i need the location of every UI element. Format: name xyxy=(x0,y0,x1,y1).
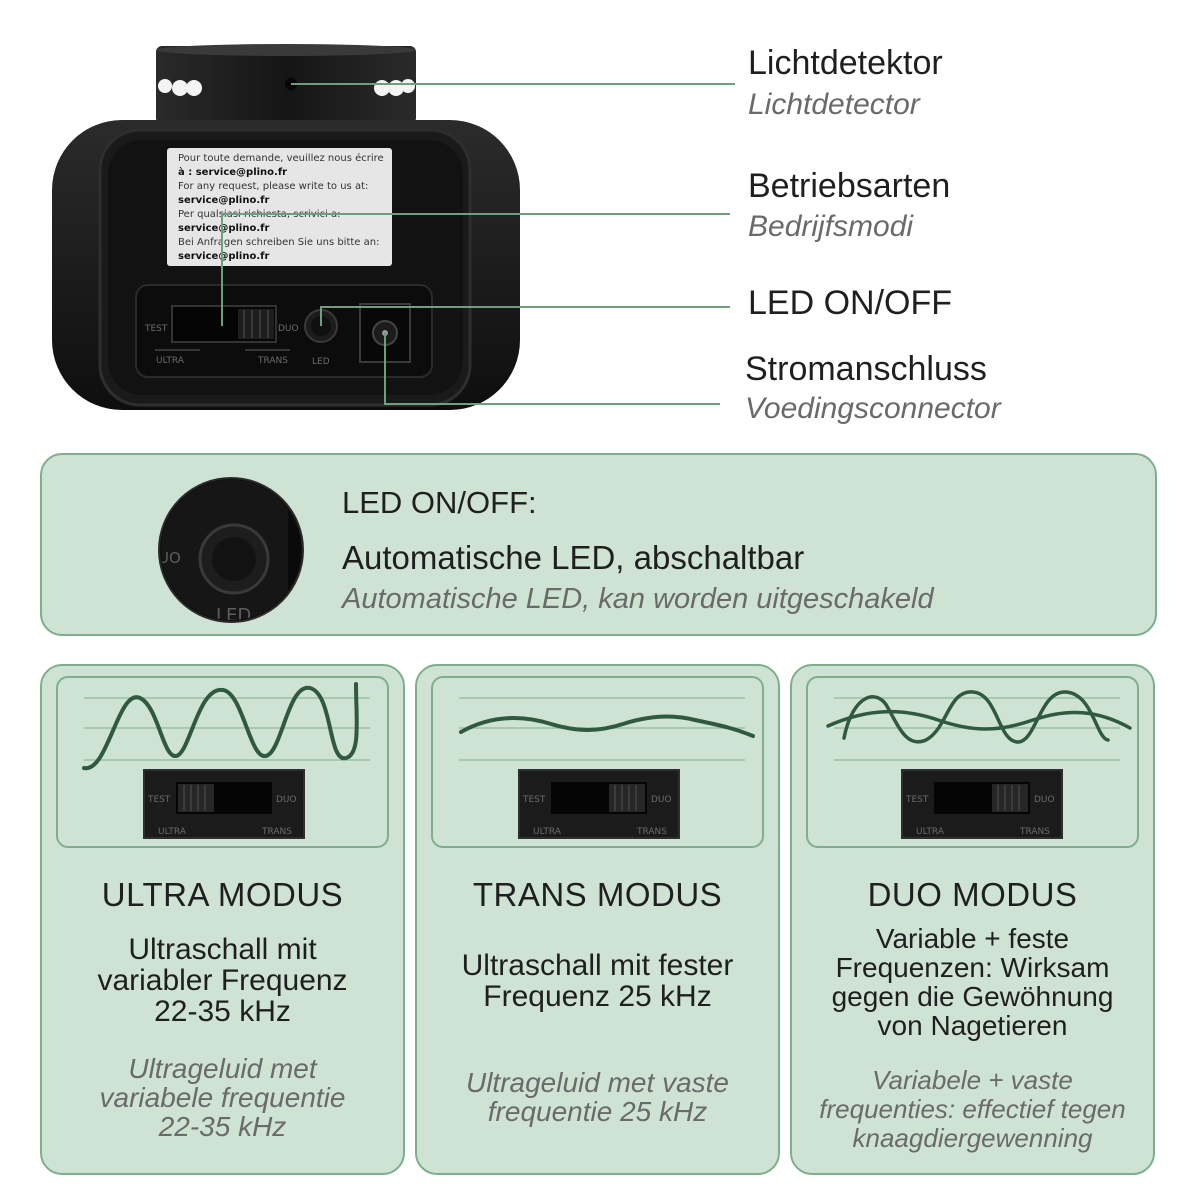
switch-trans-trans-label: TRANS xyxy=(636,827,667,837)
mode-duo-nl-line-2: frequenties: effectief tegen xyxy=(819,1094,1126,1124)
mode-trans-nl-line-1: Ultrageluid met vaste xyxy=(465,1067,729,1098)
mode-trans-de-line-2: Frequenz 25 kHz xyxy=(483,980,712,1013)
sticker-line-6: service@plino.fr xyxy=(178,223,269,234)
callout-light-sensor-de: Lichtdetektor xyxy=(748,44,943,82)
mode-duo-nl-line-3: knaagdiergewenning xyxy=(852,1123,1093,1153)
led-button-label: LED xyxy=(312,357,330,367)
device-drawing: Pour toute demande, veuillez nous écrire… xyxy=(52,44,735,410)
switch-ultra-ultra-label: ULTRA xyxy=(158,827,187,837)
sticker-line-2: à : service@plino.fr xyxy=(178,166,287,178)
mode-title-ultra: ULTRA MODUS xyxy=(101,876,344,913)
mode-card-ultra: TEST DUO ULTRA TRANS ULTRA MODUS Ultrasc… xyxy=(40,664,405,1175)
mode-trans-de-line-1: Ultraschall mit fester xyxy=(461,949,734,982)
mode-duo-nl-line-1: Variabele + vaste xyxy=(872,1065,1073,1095)
mode-description-duo-nl: Variabele + vaste frequenties: effectief… xyxy=(804,1066,1141,1153)
switch-ultra: TEST DUO ULTRA TRANS xyxy=(143,769,305,839)
mode-illustration-trans: TEST DUO ULTRA TRANS xyxy=(431,676,764,848)
mode-description-trans-nl: Ultrageluid met vaste frequentie 25 kHz xyxy=(429,1068,766,1126)
mode-ultra-de-line-1: Ultraschall mit xyxy=(128,933,317,966)
mode-description-trans-de: Ultraschall mit fester Frequenz 25 kHz xyxy=(429,950,766,1012)
mode-duo-de-line-4: von Nagetieren xyxy=(877,1010,1068,1041)
mode-ultra-de-line-3: 22-35 kHz xyxy=(154,995,291,1028)
mode-card-duo: TEST DUO ULTRA TRANS DUO MODUS Variable … xyxy=(790,664,1155,1175)
switch-trans: TEST DUO ULTRA TRANS xyxy=(518,769,680,839)
callout-modes-de: Betriebsarten xyxy=(748,167,951,205)
switch-duo-duo-label: DUO xyxy=(1034,795,1055,805)
led-info-panel: LED UO LED ON/OFF: Automatische LED, abs… xyxy=(40,453,1157,636)
led-zoom-label: LED xyxy=(216,605,251,623)
switch-duo: TEST DUO ULTRA TRANS xyxy=(901,769,1063,839)
switch-label-ultra: ULTRA xyxy=(156,356,185,366)
led-panel-description-nl: Automatische LED, kan worden uitgeschake… xyxy=(342,583,934,615)
sticker-line-8: service@plino.fr xyxy=(178,251,269,262)
mode-title-trans: TRANS MODUS xyxy=(472,876,723,913)
led-zoom-duo-label: UO xyxy=(158,549,181,567)
mode-ultra-de-line-2: variabler Frequenz xyxy=(97,964,348,997)
service-sticker: Pour toute demande, veuillez nous écrire… xyxy=(167,148,392,266)
led-panel-title: LED ON/OFF: xyxy=(342,485,537,520)
switch-duo-test-label: TEST xyxy=(905,795,929,805)
wave-trans xyxy=(459,714,755,738)
sticker-line-7: Bei Anfragen schreiben Sie uns bitte an: xyxy=(178,237,379,248)
mode-description-duo-de: Variable + feste Frequenzen: Wirksam geg… xyxy=(804,924,1141,1040)
sticker-line-4: service@plino.fr xyxy=(178,195,269,206)
sticker-line-1: Pour toute demande, veuillez nous écrire xyxy=(178,152,384,164)
mode-illustration-duo: TEST DUO ULTRA TRANS xyxy=(806,676,1139,848)
switch-label-duo: DUO xyxy=(278,324,299,334)
callout-led-de: LED ON/OFF xyxy=(748,284,953,322)
switch-label-trans: TRANS xyxy=(257,356,288,366)
light-sensor-cap xyxy=(156,44,416,124)
switch-duo-trans-label: TRANS xyxy=(1019,827,1050,837)
switch-label-test: TEST xyxy=(144,324,168,334)
switch-trans-duo-label: DUO xyxy=(651,795,672,805)
control-panel: TEST DUO ULTRA TRANS LED xyxy=(135,284,433,378)
mode-ultra-nl-line-3: 22-35 kHz xyxy=(158,1111,287,1142)
mode-illustration-ultra: TEST DUO ULTRA TRANS xyxy=(56,676,389,848)
sticker-line-3: For any request, please write to us at: xyxy=(178,181,368,192)
wave-duo-variable xyxy=(842,690,1110,744)
callout-power-nl: Voedingsconnector xyxy=(745,392,1001,425)
switch-trans-ultra-label: ULTRA xyxy=(533,827,562,837)
switch-trans-test-label: TEST xyxy=(522,795,546,805)
led-zoom-image: LED UO xyxy=(158,477,304,623)
mode-trans-nl-line-2: frequentie 25 kHz xyxy=(487,1096,708,1127)
switch-duo-ultra-label: ULTRA xyxy=(916,827,945,837)
mode-duo-de-line-2: Frequenzen: Wirksam xyxy=(835,952,1110,983)
mode-title-duo: DUO MODUS xyxy=(867,876,1078,913)
switch-ultra-test-label: TEST xyxy=(147,795,171,805)
device-illustration: Pour toute demande, veuillez nous écrire… xyxy=(0,0,1200,440)
mode-ultra-nl-line-2: variabele frequentie xyxy=(99,1082,346,1113)
led-panel-description-de: Automatische LED, abschaltbar xyxy=(342,539,805,576)
switch-ultra-trans-label: TRANS xyxy=(261,827,292,837)
callout-power-de: Stromanschluss xyxy=(745,350,987,388)
mode-card-trans: TEST DUO ULTRA TRANS TRANS MODUS Ultrasc… xyxy=(415,664,780,1175)
mode-duo-de-line-1: Variable + feste xyxy=(875,923,1070,954)
mode-ultra-nl-line-1: Ultrageluid met xyxy=(128,1053,317,1084)
mode-description-ultra-nl: Ultrageluid met variabele frequentie 22-… xyxy=(54,1054,391,1141)
callout-lines xyxy=(221,83,735,405)
mode-duo-de-line-3: gegen die Gewöhnung xyxy=(831,981,1114,1012)
mode-description-ultra-de: Ultraschall mit variabler Frequenz 22-35… xyxy=(54,934,391,1027)
wave-duo-fixed xyxy=(826,709,1132,731)
callout-light-sensor-nl: Lichtdetector xyxy=(748,88,920,121)
switch-ultra-duo-label: DUO xyxy=(276,795,297,805)
mode-switch[interactable]: TEST DUO ULTRA TRANS xyxy=(144,305,299,366)
wave-ultra xyxy=(82,682,359,771)
callout-modes-nl: Bedrijfsmodi xyxy=(748,210,914,243)
